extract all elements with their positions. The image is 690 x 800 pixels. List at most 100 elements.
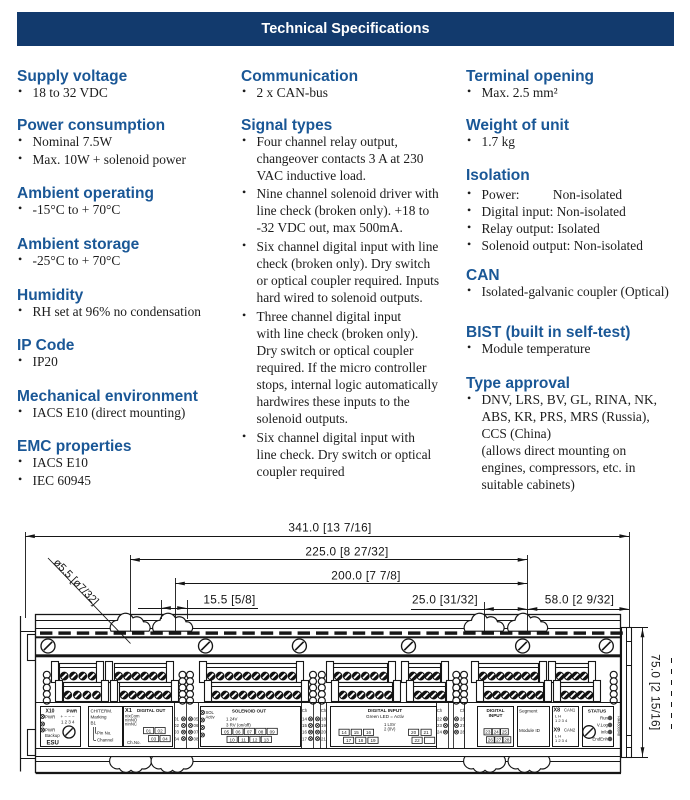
svg-text:20: 20 bbox=[321, 730, 326, 735]
svg-text:nInNC: nInNC bbox=[125, 722, 137, 727]
svg-text:X10: X10 bbox=[46, 709, 55, 715]
svg-text:1 2 3 4: 1 2 3 4 bbox=[555, 718, 568, 723]
svg-text:28: 28 bbox=[460, 730, 465, 735]
svg-text:25.0 [31/32]: 25.0 [31/32] bbox=[412, 593, 478, 607]
svg-text:18: 18 bbox=[321, 717, 326, 722]
svg-text:2 (0V): 2 (0V) bbox=[384, 727, 396, 732]
svg-text:03: 03 bbox=[174, 730, 179, 735]
svg-text:16: 16 bbox=[302, 730, 307, 735]
svg-text:22: 22 bbox=[437, 717, 442, 722]
svg-text:23: 23 bbox=[485, 730, 491, 735]
svg-text:Segment: Segment bbox=[519, 709, 538, 714]
svg-text:18: 18 bbox=[358, 738, 364, 743]
svg-text:03: 03 bbox=[151, 737, 157, 742]
svg-text:05: 05 bbox=[224, 729, 230, 734]
svg-text:CH/TERM.: CH/TERM. bbox=[91, 709, 113, 714]
svg-text:X9: X9 bbox=[554, 728, 561, 734]
svg-text:27: 27 bbox=[496, 738, 502, 743]
svg-text:25: 25 bbox=[502, 730, 508, 735]
svg-text:16: 16 bbox=[366, 730, 372, 735]
svg-text:24: 24 bbox=[494, 730, 500, 735]
svg-text:CAN2: CAN2 bbox=[564, 728, 576, 733]
svg-text:22: 22 bbox=[415, 738, 421, 743]
svg-text:08: 08 bbox=[194, 736, 199, 741]
svg-text:Module ID: Module ID bbox=[519, 728, 541, 733]
svg-text:STATUS: STATUS bbox=[588, 709, 607, 715]
svg-text:21: 21 bbox=[424, 730, 430, 735]
svg-text:DIGITAL: DIGITAL bbox=[486, 708, 504, 713]
svg-text:08: 08 bbox=[258, 729, 264, 734]
svg-text:17: 17 bbox=[302, 736, 307, 741]
svg-text:Ch: Ch bbox=[302, 708, 308, 713]
svg-text:28: 28 bbox=[504, 738, 510, 743]
svg-text:58.0 [2 9/32]: 58.0 [2 9/32] bbox=[545, 593, 615, 607]
svg-text:11: 11 bbox=[241, 737, 246, 742]
svg-text:19: 19 bbox=[321, 723, 326, 728]
svg-text:75.0 [2 15/16]: 75.0 [2 15/16] bbox=[649, 654, 663, 730]
svg-text:01: 01 bbox=[174, 717, 179, 722]
svg-text:Backup: Backup bbox=[45, 733, 60, 738]
svg-text:SOLENOID OUT: SOLENOID OUT bbox=[232, 709, 267, 714]
svg-text:Info: Info bbox=[601, 730, 609, 735]
svg-text:341.0 [13 7/16]: 341.0 [13 7/16] bbox=[288, 520, 371, 534]
svg-text:X1: X1 bbox=[125, 708, 132, 714]
svg-text:200.0 [7 7/8]: 200.0 [7 7/8] bbox=[331, 569, 401, 583]
svg-text:02: 02 bbox=[158, 729, 164, 734]
svg-text:1 24V: 1 24V bbox=[226, 717, 238, 722]
svg-text:06: 06 bbox=[194, 723, 199, 728]
svg-text:SOL: SOL bbox=[206, 710, 215, 715]
svg-text:24: 24 bbox=[437, 730, 442, 735]
svg-text:02: 02 bbox=[174, 723, 179, 728]
svg-text:06: 06 bbox=[235, 729, 241, 734]
svg-text:nIxCom: nIxCom bbox=[125, 714, 140, 719]
svg-text:V.Log: V.Log bbox=[597, 723, 609, 728]
svg-text:Run: Run bbox=[600, 716, 609, 721]
svg-text:DIGITAL INPUT: DIGITAL INPUT bbox=[368, 708, 403, 714]
svg-text:PWR: PWR bbox=[67, 709, 78, 714]
svg-text:3 RV (on/off): 3 RV (on/off) bbox=[226, 723, 251, 728]
svg-text:09: 09 bbox=[270, 729, 276, 734]
svg-text:26: 26 bbox=[488, 738, 494, 743]
svg-text:14: 14 bbox=[342, 730, 348, 735]
svg-text:Ch: Ch bbox=[437, 708, 443, 713]
svg-text:Marking: Marking bbox=[91, 715, 108, 720]
svg-text:nInNO: nInNO bbox=[125, 718, 138, 723]
svg-text:15: 15 bbox=[354, 730, 360, 735]
svg-text:INPUT: INPUT bbox=[489, 713, 503, 718]
svg-text:07: 07 bbox=[247, 729, 253, 734]
svg-text:L H: L H bbox=[555, 714, 561, 719]
svg-text:15: 15 bbox=[302, 723, 307, 728]
svg-text:Ch: Ch bbox=[321, 708, 327, 713]
svg-text:26: 26 bbox=[460, 717, 465, 722]
svg-text:10: 10 bbox=[230, 737, 236, 742]
svg-text:Channel: Channel bbox=[97, 738, 113, 743]
svg-text:13: 13 bbox=[264, 737, 270, 742]
svg-text:X8: X8 bbox=[554, 708, 561, 714]
svg-text:04: 04 bbox=[163, 737, 169, 742]
svg-text:HA4600048: HA4600048 bbox=[617, 716, 621, 736]
svg-text:DIGITAL OUT: DIGITAL OUT bbox=[137, 708, 166, 713]
svg-text:PWR: PWR bbox=[45, 715, 55, 720]
svg-text:15.5 [5/8]: 15.5 [5/8] bbox=[203, 593, 255, 607]
svg-text:23: 23 bbox=[437, 723, 442, 728]
svg-text:Activ: Activ bbox=[206, 715, 216, 720]
svg-text:01: 01 bbox=[146, 729, 152, 734]
svg-text:1 2 3 4: 1 2 3 4 bbox=[555, 738, 568, 743]
svg-text:+ − − −: + − − − bbox=[61, 714, 75, 719]
svg-text:225.0 [8 27/32]: 225.0 [8 27/32] bbox=[305, 545, 388, 559]
svg-text:04: 04 bbox=[174, 736, 179, 741]
svg-text:1 2 3 4: 1 2 3 4 bbox=[61, 720, 75, 725]
svg-text:07: 07 bbox=[194, 730, 199, 735]
svg-text:1 LSV: 1 LSV bbox=[384, 722, 396, 727]
svg-text:14: 14 bbox=[302, 717, 307, 722]
svg-text:27: 27 bbox=[460, 723, 465, 728]
svg-text:CAN1: CAN1 bbox=[564, 708, 576, 713]
svg-text:05: 05 bbox=[194, 717, 199, 722]
svg-text:ESU: ESU bbox=[47, 741, 59, 747]
svg-text:Green LED = Activ: Green LED = Activ bbox=[366, 714, 405, 719]
svg-text:B1: B1 bbox=[91, 721, 97, 726]
svg-text:Ch: Ch bbox=[460, 708, 466, 713]
svg-text:20: 20 bbox=[411, 730, 417, 735]
svg-text:PWR: PWR bbox=[45, 728, 55, 733]
svg-text:19: 19 bbox=[370, 738, 376, 743]
